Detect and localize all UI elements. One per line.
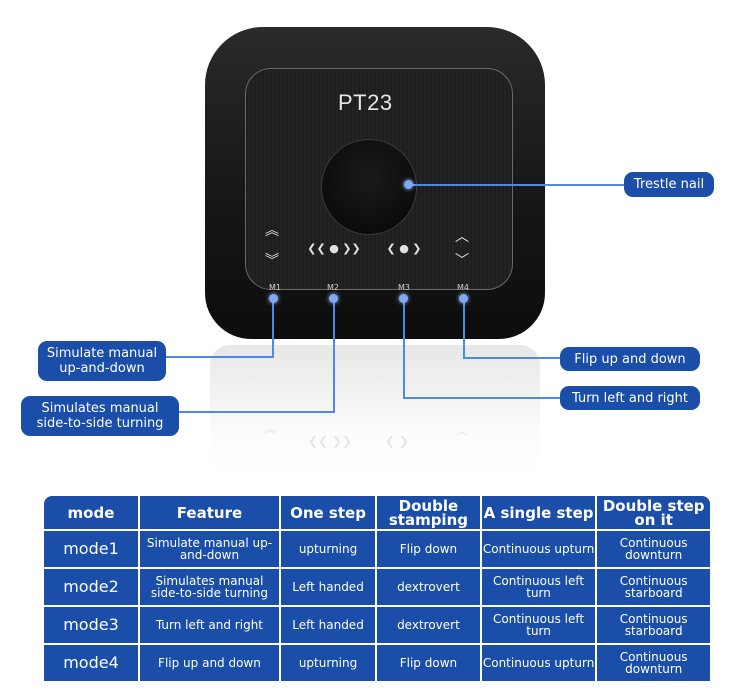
mode-label-m4: M4 [457, 283, 469, 292]
table-row: mode3 Turn left and right Left handed de… [44, 607, 710, 643]
m1-leader-line-vertical [272, 300, 274, 357]
table-header-cell: Double step on it [597, 496, 710, 529]
m3-leader-line-vertical [403, 300, 405, 398]
table-cell: Continuous left turn [481, 607, 596, 643]
callout-m1: Simulate manual up-and-down [38, 341, 166, 381]
table-cell: upturning [280, 531, 376, 567]
table-cell: Continuous starboard [597, 607, 710, 643]
table-header-cell: One step [280, 496, 376, 529]
callout-m4: Flip up and down [560, 347, 700, 371]
table-cell: mode1 [44, 531, 138, 567]
m1-down-arrow-icon: ︾ [265, 253, 279, 269]
table-cell: Flip down [377, 531, 480, 567]
model-label: PT23 [338, 90, 393, 115]
m3-left-right-arrow-icon: ❮ ● ❯ [386, 242, 422, 255]
table-row: mode1 Simulate manual up-and-down upturn… [44, 531, 710, 567]
table-row: mode4 Flip up and down upturning Flip do… [44, 645, 710, 681]
callout-m2: Simulates manual side-to-side turning [21, 396, 179, 436]
table-row: mode2 Simulates manual side-to-side turn… [44, 569, 710, 605]
table-cell: Left handed [280, 607, 376, 643]
table-cell: Continuous downturn [597, 645, 710, 681]
table-cell: mode3 [44, 607, 138, 643]
table-header-cell: A single step [481, 496, 596, 529]
m3-dot [399, 294, 408, 303]
table-header-cell: Double stamping [377, 496, 480, 529]
table-cell: Continuous downturn [597, 531, 710, 567]
table-cell: dextrovert [377, 607, 480, 643]
table-cell: Flip down [377, 645, 480, 681]
m4-dot [459, 294, 468, 303]
m4-down-arrow-icon: ﹀ [455, 253, 469, 269]
table-cell: Simulate manual up-and-down [139, 531, 279, 567]
table-cell: dextrovert [377, 569, 480, 605]
trestle-nail-knob[interactable] [321, 139, 417, 235]
table-cell: Continuous left turn [481, 569, 596, 605]
table-header-cell: mode [44, 496, 138, 529]
device-reflection [210, 345, 540, 475]
callout-m3: Turn left and right [560, 386, 700, 410]
reflection-arrow-icon: ❮ ❯ [385, 434, 409, 448]
m2-leader-line-vertical [333, 300, 335, 412]
m4-leader-line-horizontal [463, 357, 561, 359]
mode-label-m2: M2 [327, 283, 339, 292]
trestle-nail-leader-line [408, 184, 626, 186]
table-cell: Turn left and right [139, 607, 279, 643]
table-cell: upturning [280, 645, 376, 681]
reflection-arrow-icon: ︽ [264, 422, 277, 436]
m2-left-right-arrow-icon: ❮❮ ● ❯❯ [307, 242, 361, 255]
m3-leader-line-horizontal [403, 397, 561, 399]
table-cell: Continuous starboard [597, 569, 710, 605]
table-cell: Continuous upturn [481, 645, 596, 681]
table-cell: Left handed [280, 569, 376, 605]
m4-up-arrow-icon: ︿ [455, 229, 469, 245]
m2-dot [329, 294, 338, 303]
mode-label-m1: M1 [269, 283, 281, 292]
m1-dot [269, 294, 278, 303]
table-cell: mode4 [44, 645, 138, 681]
mode-label-m3: M3 [398, 283, 410, 292]
table-header-cell: Feature [139, 496, 279, 529]
table-header-row: mode Feature One step Double stamping A … [44, 496, 710, 529]
table-cell: Flip up and down [139, 645, 279, 681]
m1-leader-line-horizontal [165, 356, 274, 358]
table-cell: mode2 [44, 569, 138, 605]
table-cell: Continuous upturn [481, 531, 596, 567]
m4-leader-line-vertical [463, 300, 465, 358]
m2-leader-line-horizontal [178, 411, 335, 413]
trestle-nail-dot [404, 180, 413, 189]
callout-trestle-nail: Trestle nail [624, 172, 714, 197]
reflection-arrow-icon: ︿ [456, 424, 469, 438]
table-cell: Simulates manual side-to-side turning [139, 569, 279, 605]
mode-table: mode Feature One step Double stamping A … [42, 494, 712, 683]
m1-up-arrow-icon: ︽ [265, 223, 279, 239]
reflection-arrow-icon: ❮❮ ❯❯ [308, 434, 353, 448]
